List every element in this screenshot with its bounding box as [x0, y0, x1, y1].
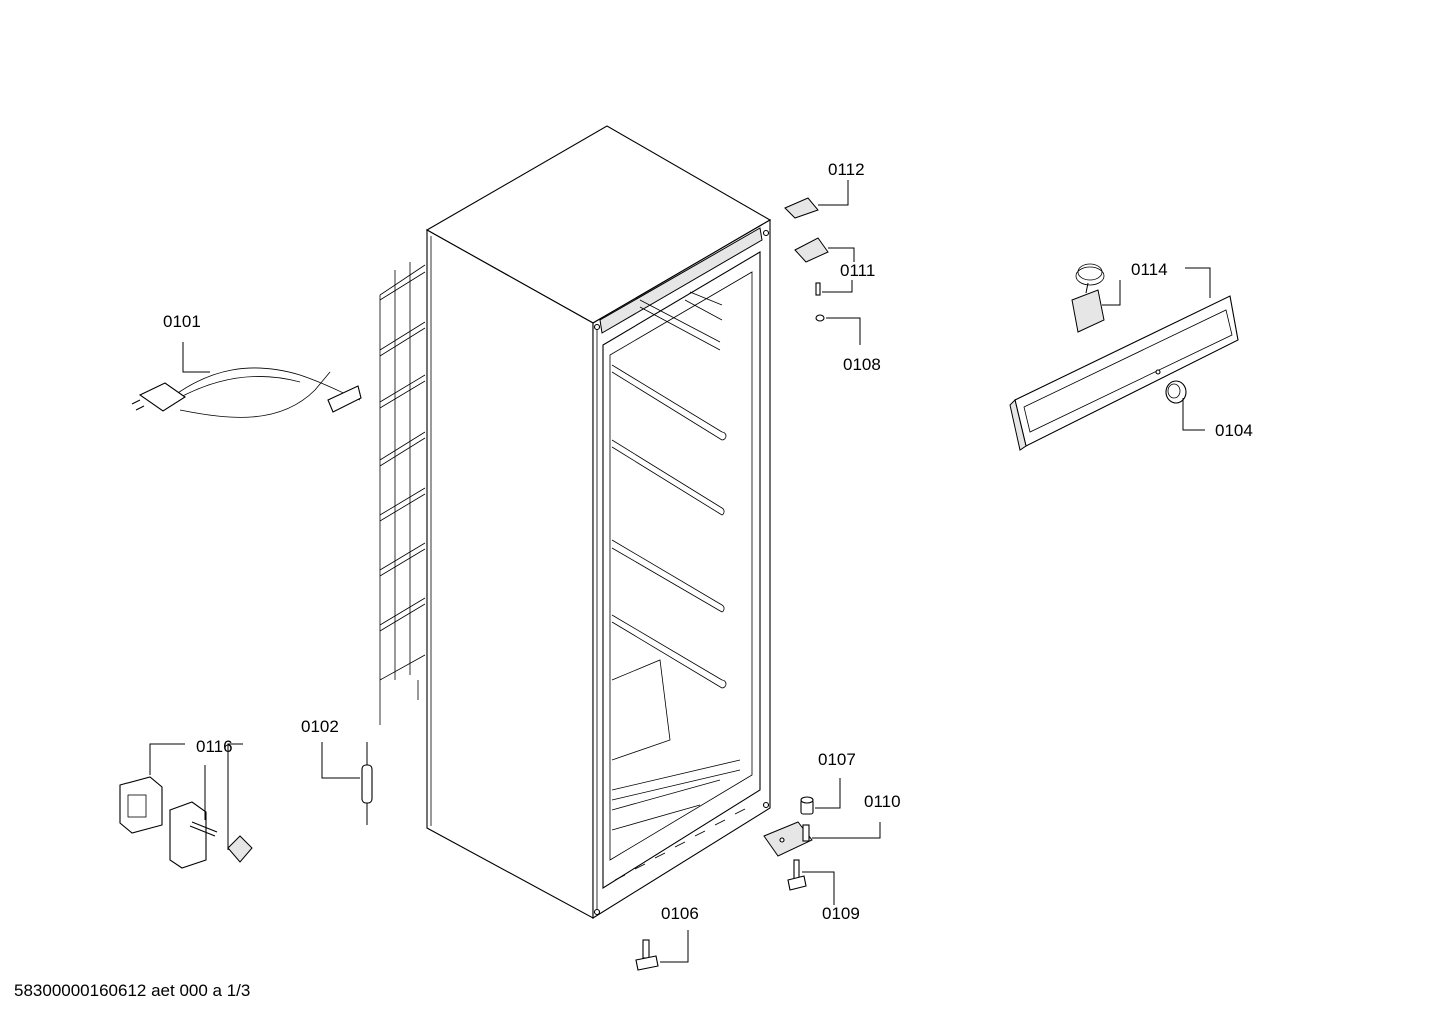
callout-0106: 0106	[661, 904, 699, 923]
shelf-evaporators	[611, 291, 741, 831]
condenser-coil	[379, 262, 426, 725]
thermostat-part	[1071, 263, 1105, 333]
callout-0109: 0109	[822, 904, 860, 923]
callout-labels: 0101 0102 0104 0106 0107 0108 0109 0110 …	[163, 160, 1253, 923]
bottom-hinge-part	[763, 821, 813, 857]
callout-0108: 0108	[843, 355, 881, 374]
hinge-cover-part	[784, 197, 819, 219]
top-hinge-part	[794, 237, 829, 296]
callout-0102: 0102	[301, 717, 339, 736]
callout-0111: 0111	[840, 261, 875, 280]
drawing-reference: 58300000160612 aet 000 a 1/3	[14, 981, 251, 1000]
callout-0107: 0107	[818, 750, 856, 769]
leveling-screw-part	[787, 859, 807, 891]
control-panel-part	[1009, 295, 1239, 451]
freezer-cabinet	[425, 125, 772, 919]
compressor-relay-part	[119, 776, 253, 869]
bushing-part	[815, 314, 825, 322]
callout-0104: 0104	[1215, 421, 1253, 440]
leader-lines	[149, 180, 1211, 963]
adjustable-foot-part	[635, 939, 659, 971]
power-cord-part	[131, 367, 362, 418]
callout-0114: 0114	[1131, 260, 1168, 279]
callout-0116: 0116	[196, 737, 233, 756]
callout-0101: 0101	[163, 312, 201, 331]
callout-0110: 0110	[864, 792, 901, 811]
control-knob-part	[1165, 380, 1187, 404]
callout-0112: 0112	[828, 160, 865, 179]
drier-filter-part	[361, 742, 373, 825]
hinge-pin-part	[800, 796, 814, 815]
